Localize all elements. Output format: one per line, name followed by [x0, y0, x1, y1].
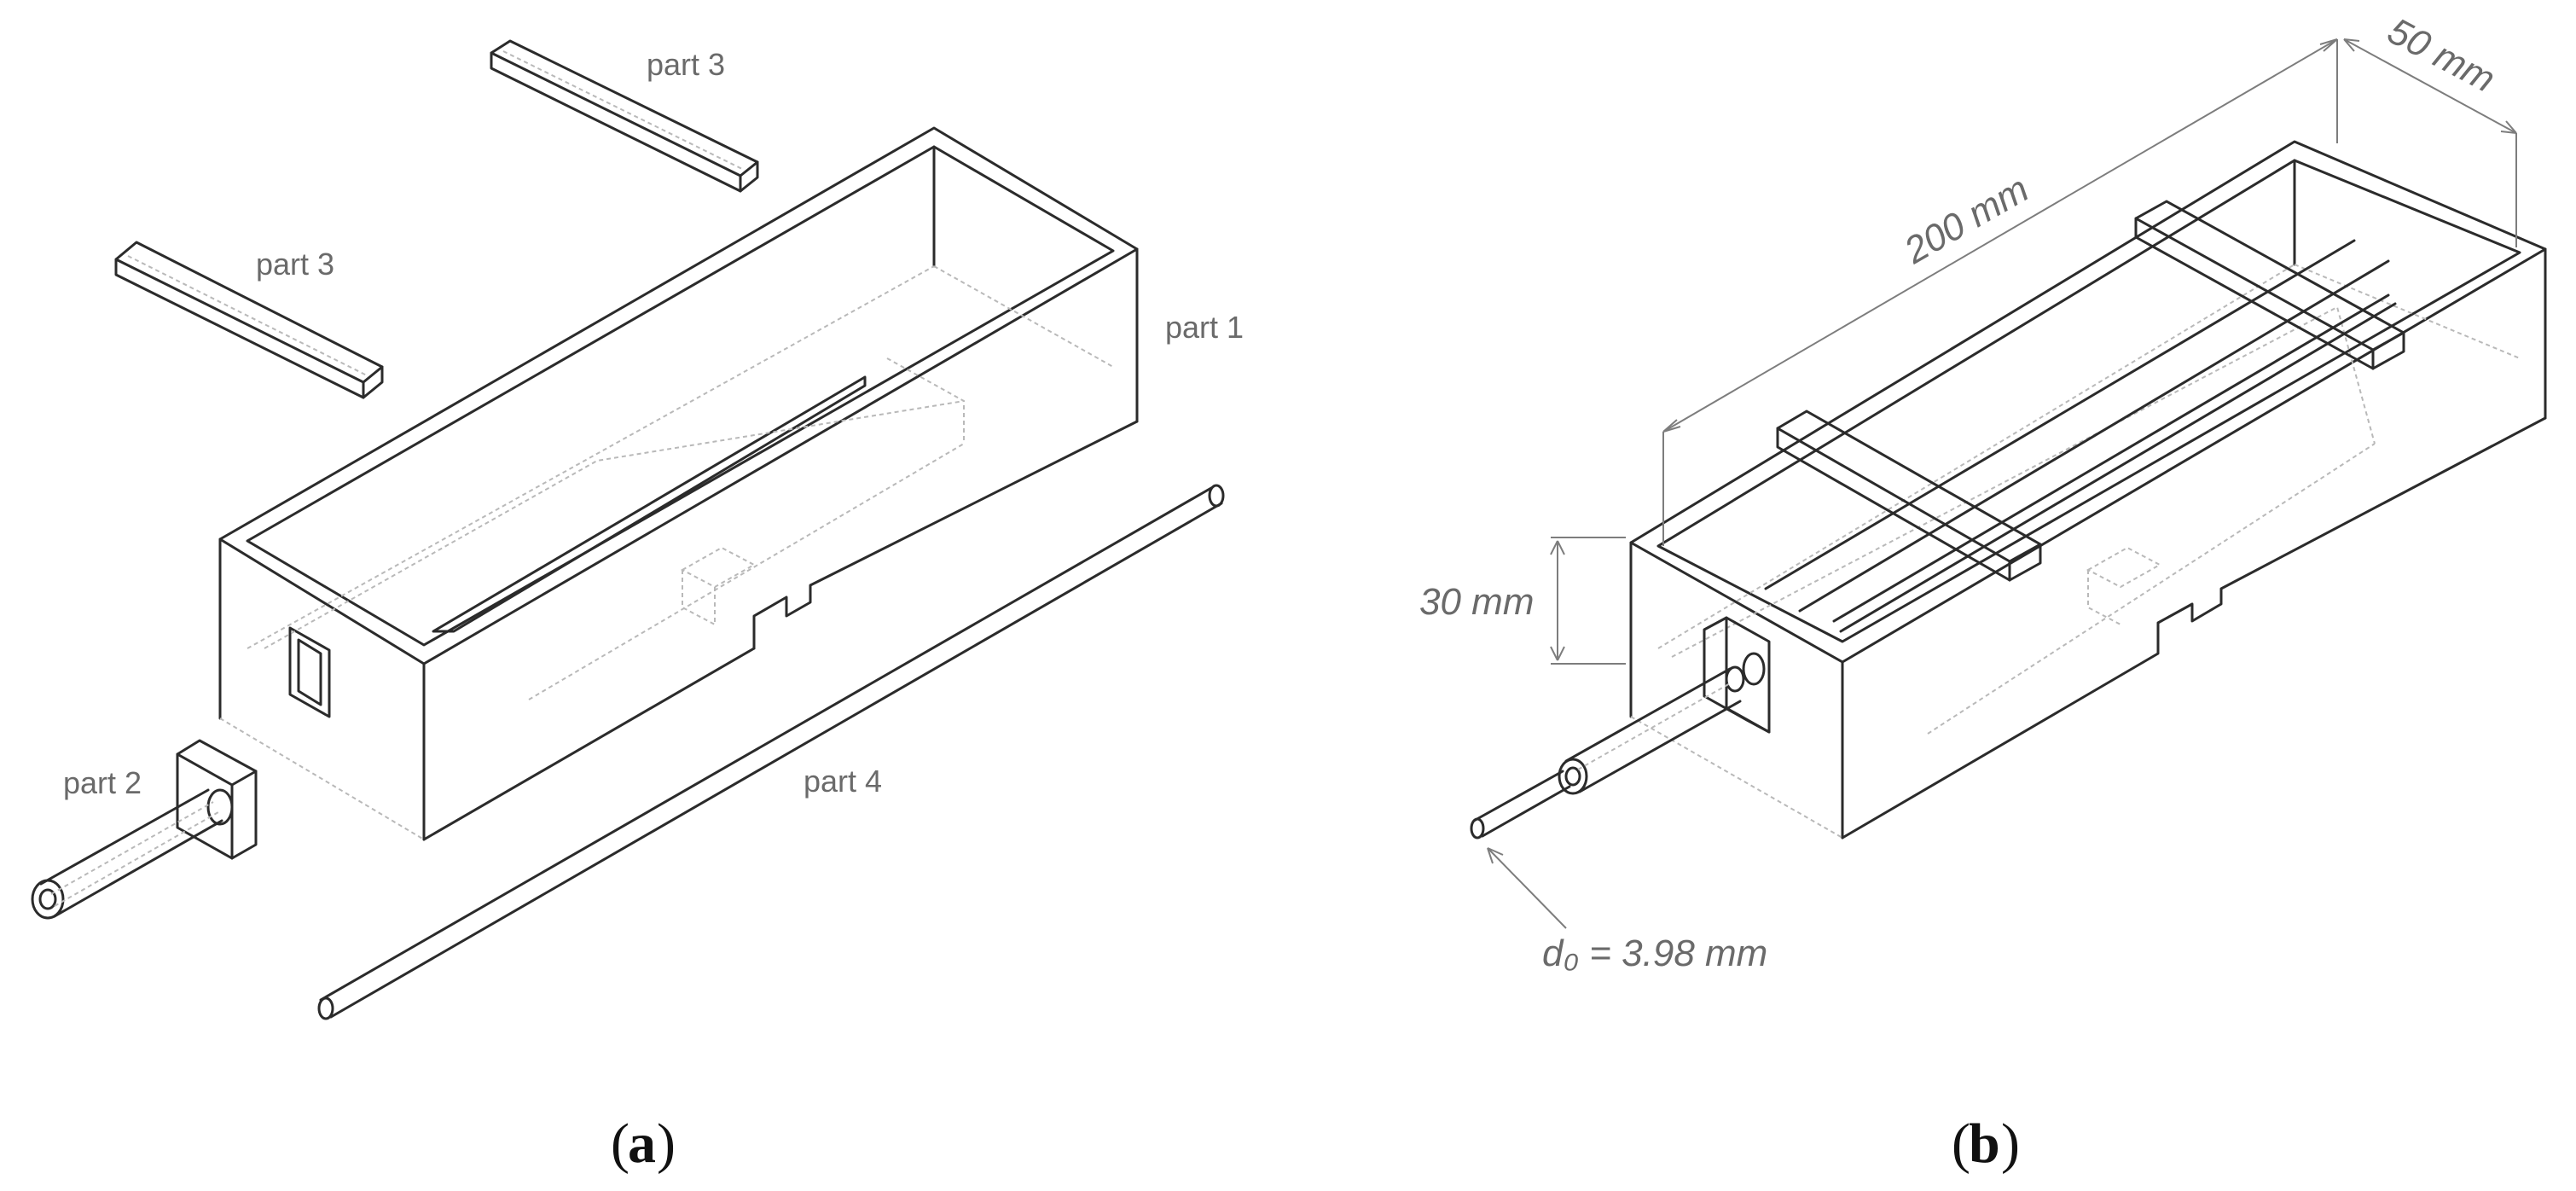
panel-a-caption-open: ( [611, 1113, 629, 1175]
panel-b-caption-open: ( [1952, 1113, 1970, 1175]
part3-left-bar [114, 241, 384, 399]
part3-left-label: part 3 [256, 247, 334, 282]
dimension-30mm [1550, 537, 1626, 665]
panel-a-exploded-view: part 3 part 3 part 1 part 2 part 4 ( a ) [31, 39, 1244, 1175]
panel-a-caption-letter: a [628, 1113, 656, 1175]
part2-label: part 2 [63, 765, 142, 800]
assembled-box [1629, 140, 2547, 840]
part4-label: part 4 [804, 764, 882, 799]
width-dimension-label: 50 mm [2381, 10, 2502, 101]
part1-box [218, 126, 1139, 841]
part3-top-label: part 3 [647, 47, 725, 82]
part4-rod [317, 484, 1225, 1020]
installed-bar-left [1776, 410, 2042, 582]
dimension-200mm [1662, 38, 2338, 546]
inner-rails [1764, 239, 2397, 633]
panel-b-caption-letter: b [1969, 1113, 2000, 1175]
dimension-diameter-leader [1487, 847, 1567, 929]
length-dimension-label: 200 mm [1897, 168, 2036, 272]
diameter-dimension-label: d₀ = 3.98 mm [1542, 932, 1767, 974]
installed-bar-right [2134, 200, 2405, 370]
height-dimension-label: 30 mm [1419, 581, 1534, 623]
dimension-50mm [2343, 38, 2517, 247]
assembled-fitting [1470, 616, 1771, 840]
part3-top-bar [490, 39, 759, 193]
part1-label: part 1 [1165, 310, 1244, 345]
panel-b-caption-close: ) [2001, 1113, 2020, 1175]
part2-fitting [31, 739, 258, 920]
panel-a-caption-close: ) [657, 1113, 676, 1175]
panel-b-assembled-view: 200 mm 50 mm 30 mm d₀ = 3.98 mm ( b ) [1419, 10, 2547, 1175]
